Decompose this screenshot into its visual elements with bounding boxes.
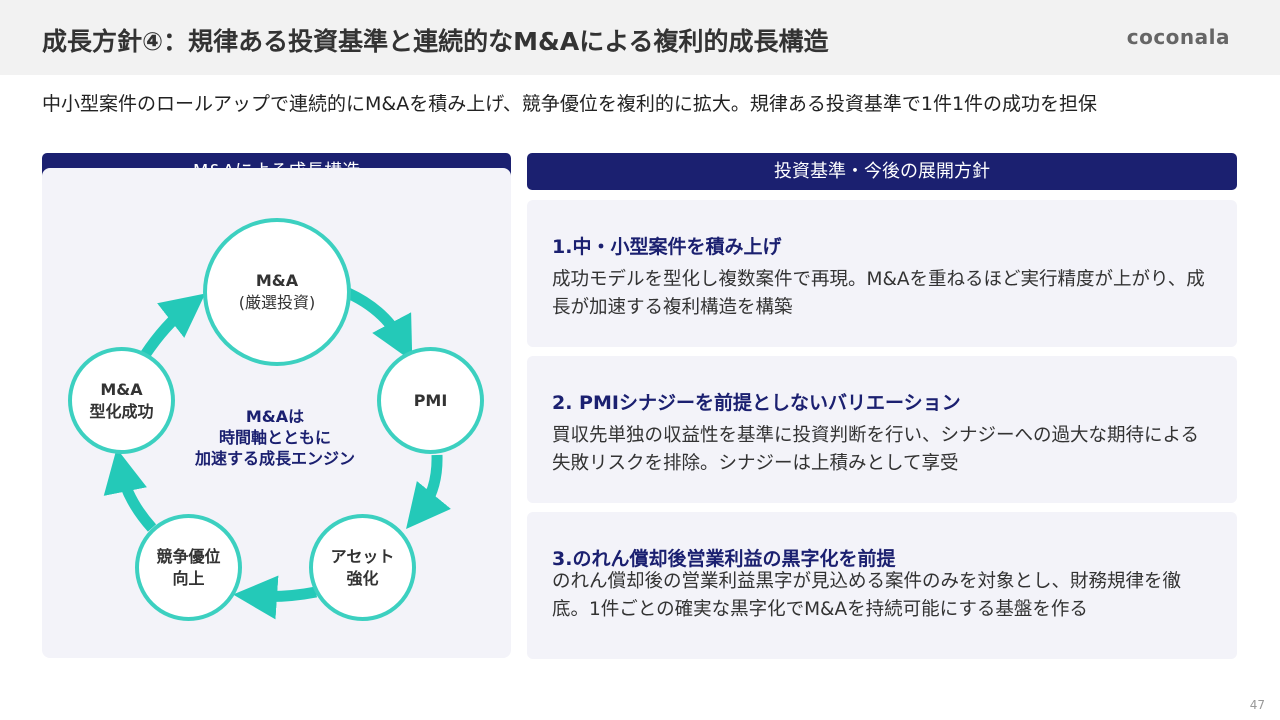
policy-card-3: 3.のれん償却後営業利益の黒字化を前提 のれん償却後の営業利益黒字が見込める案件… xyxy=(527,512,1237,659)
card-body: のれん償却後の営業利益黒字が見込める案件のみを対象とし、財務規律を徹底。1件ごと… xyxy=(552,571,1182,620)
center-line: M&Aは xyxy=(245,407,305,426)
node-sublabel: 向上 xyxy=(172,568,205,588)
node-label: M&A xyxy=(255,271,299,290)
coconala-logo: coconala xyxy=(1126,25,1230,49)
arrow-ma-to-pmi xyxy=(345,288,413,362)
page-title: 成長方針④：規律ある投資基準と連続的なM&Aによる複利的成長構造 xyxy=(42,27,829,56)
cycle-node-pmi: PMI xyxy=(377,347,484,454)
arrow-pmi-to-asset xyxy=(406,454,451,530)
cycle-node-asset: アセット 強化 xyxy=(309,514,416,621)
node-sublabel: 型化成功 xyxy=(89,401,154,421)
node-label: M&A xyxy=(100,379,143,399)
center-line: 加速する成長エンジン xyxy=(194,449,355,468)
center-line: 時間軸とともに xyxy=(218,428,331,447)
card-title: 1.中・小型案件を積み上げ xyxy=(552,236,782,258)
arrow-asset-to-competitive xyxy=(233,575,318,620)
subtitle: 中小型案件のロールアップで連続的にM&Aを積み上げ、競争優位を複利的に拡大。規律… xyxy=(42,93,1098,115)
node-sublabel: (厳選投資) xyxy=(238,293,316,312)
card-body: 買収先単独の収益性を基準に投資判断を行い、シナジーへの過大な期待による失敗リスク… xyxy=(552,425,1199,474)
policy-card-2: 2. PMIシナジーを前提としないバリエーション 買収先単独の収益性を基準に投資… xyxy=(527,356,1237,503)
card-title: 2. PMIシナジーを前提としないバリエーション xyxy=(552,392,961,414)
cycle-node-competitive: 競争優位 向上 xyxy=(135,514,242,621)
cycle-center-text: M&Aは 時間軸とともに 加速する成長エンジン xyxy=(160,406,390,469)
cycle-node-standardized: M&A 型化成功 xyxy=(68,347,175,454)
node-sublabel: 強化 xyxy=(346,568,379,588)
page-number: 47 xyxy=(1249,698,1265,712)
arrow-standardized-to-ma xyxy=(140,293,206,359)
arrow-competitive-to-standardized xyxy=(103,448,157,532)
node-label: アセット xyxy=(330,546,395,566)
card-title: 3.のれん償却後営業利益の黒字化を前提 xyxy=(552,548,896,570)
right-panel-heading: 投資基準・今後の展開方針 xyxy=(527,153,1237,190)
node-label: 競争優位 xyxy=(156,546,221,566)
node-label: PMI xyxy=(413,390,448,410)
policy-card-1: 1.中・小型案件を積み上げ 成功モデルを型化し複数案件で再現。M&Aを重ねるほど… xyxy=(527,200,1237,347)
header-bar: 成長方針④：規律ある投資基準と連続的なM&Aによる複利的成長構造 coconal… xyxy=(0,0,1280,75)
card-body: 成功モデルを型化し複数案件で再現。M&Aを重ねるほど実行精度が上がり、成長が加速… xyxy=(552,269,1205,318)
cycle-node-ma: M&A (厳選投資) xyxy=(203,218,351,366)
